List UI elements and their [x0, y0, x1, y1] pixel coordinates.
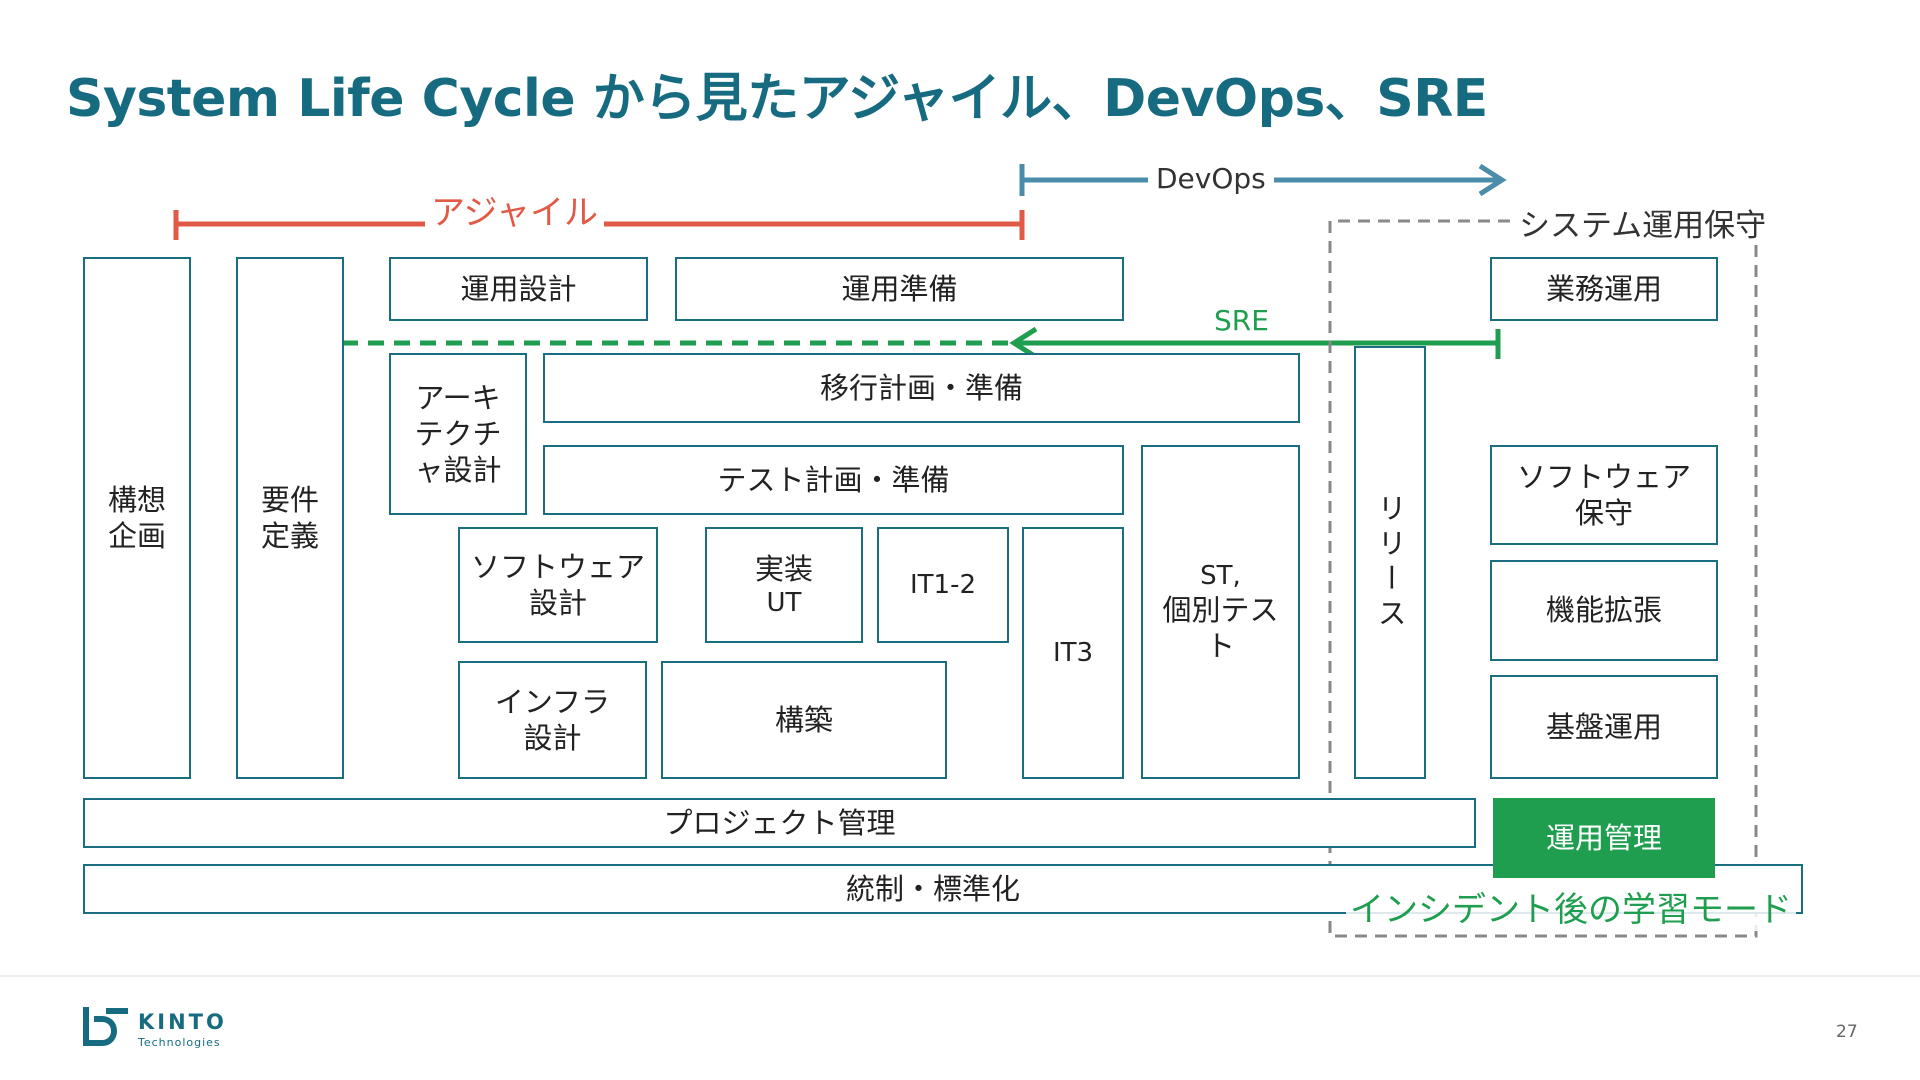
box-kousou-kikaku: 構想企画 — [83, 257, 191, 779]
box-release: リリース — [1354, 346, 1426, 779]
sw-design-line2: 設計 — [528, 586, 587, 620]
youken-line1: 要件 — [260, 482, 319, 517]
youken-line2: 定義 — [260, 519, 319, 553]
st-line3: ト — [1205, 629, 1235, 664]
box-test-keikaku: テスト計画・準備 — [543, 445, 1124, 515]
logo-subtitle: Technologies — [138, 1036, 221, 1049]
devops-label: DevOps — [1148, 162, 1274, 195]
box-unyou-sekkei: 運用設計 — [389, 257, 648, 321]
box-project-kanri: プロジェクト管理 — [83, 798, 1476, 848]
box-architecture: アーキテクチャ設計 — [389, 353, 527, 515]
jisou-line1: 実装 — [754, 551, 813, 586]
infra-line1: インフラ — [494, 684, 611, 719]
system-ops-label: システム運用保守 — [1515, 200, 1771, 245]
box-gyomu-unyou: 業務運用 — [1490, 257, 1718, 321]
page-number: 27 — [1836, 1022, 1858, 1042]
release-text: リリース — [1373, 492, 1408, 633]
jisou-line2: UT — [766, 587, 802, 618]
sw-hosyu-line1: ソフトウェア — [1516, 459, 1691, 494]
st-line1: ST, — [1200, 560, 1241, 591]
box-unyou-kanri: 運用管理 — [1493, 798, 1715, 878]
box-kiban-unyou: 基盤運用 — [1490, 675, 1718, 779]
box-it12: IT1-2 — [877, 527, 1009, 643]
box-unyou-junbi: 運用準備 — [675, 257, 1124, 321]
incident-learning-label: インシデント後の学習モード — [1346, 882, 1796, 931]
box-infra-sekkei: インフラ設計 — [458, 661, 647, 779]
box-st-kobetsu: ST,個別テスト — [1141, 445, 1300, 779]
infra-line2: 設計 — [523, 721, 582, 755]
box-software-sekkei: ソフトウェア設計 — [458, 527, 658, 643]
logo-name: KINTO — [138, 1010, 227, 1034]
slide-title: System Life Cycle から見たアジャイル、DevOps、SRE — [66, 69, 1488, 129]
kousou-line1: 構想 — [107, 482, 166, 517]
box-kinou-kakuchou: 機能拡張 — [1490, 560, 1718, 661]
box-ikou-keikaku: 移行計画・準備 — [543, 353, 1300, 423]
box-it3: IT3 — [1022, 527, 1124, 779]
arch-line2: テクチ — [414, 416, 502, 451]
sw-hosyu-line2: 保守 — [1574, 496, 1633, 530]
box-youken-teigi: 要件定義 — [236, 257, 344, 779]
st-line2: 個別テス — [1162, 593, 1279, 627]
kousou-line2: 企画 — [107, 519, 166, 553]
sre-label: SRE — [1214, 304, 1269, 337]
arch-line1: アーキ — [415, 380, 501, 415]
arch-line3: ャ設計 — [414, 453, 502, 488]
agile-label: アジャイル — [425, 185, 604, 234]
kinto-logo-icon — [83, 1007, 128, 1046]
box-software-hosyu: ソフトウェア保守 — [1490, 445, 1718, 545]
box-kouchiku: 構築 — [661, 661, 947, 779]
sw-design-line1: ソフトウェア — [470, 549, 645, 584]
footer-divider — [0, 975, 1920, 977]
